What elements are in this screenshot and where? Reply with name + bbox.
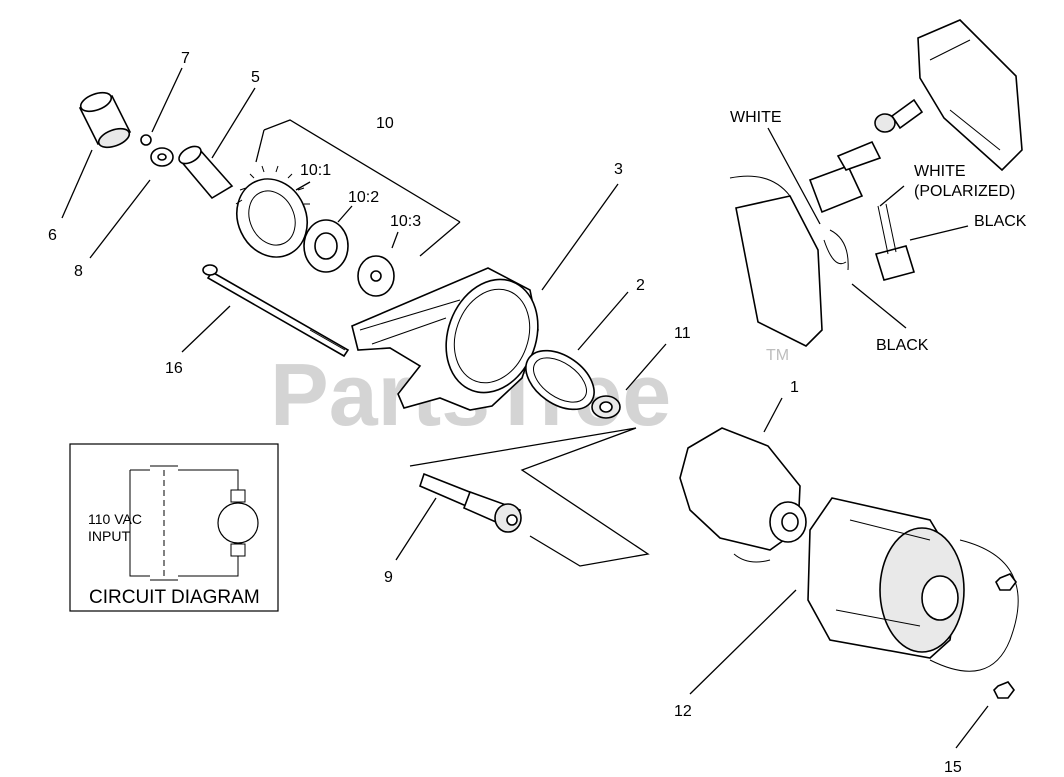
plug[interactable]	[874, 245, 916, 281]
part-9-shaft[interactable]	[419, 472, 522, 533]
circuit-diagram: 110 VAC INPUT CIRCUIT DIAGRAM	[69, 443, 279, 612]
wire-label-polarized: (POLARIZED)	[914, 183, 1015, 200]
part-16-bolt[interactable]	[202, 264, 350, 358]
wire-label-white-polarized: WHITE	[914, 163, 966, 180]
wire-label-white: WHITE	[730, 109, 782, 126]
part-10-1-gear[interactable]	[224, 165, 319, 269]
callout-10-1: 10:1	[300, 162, 331, 179]
circuit-input-line1: 110 VAC	[88, 511, 142, 527]
callout-16: 16	[165, 360, 183, 377]
callout-8: 8	[74, 263, 83, 280]
part-6-sleeve[interactable]	[78, 89, 132, 151]
leader-lines	[61, 67, 989, 749]
part-1-end-cap[interactable]	[679, 427, 807, 563]
callout-15: 15	[944, 759, 962, 776]
part-3-housing[interactable]	[351, 266, 553, 411]
callout-10-2: 10:2	[348, 189, 379, 206]
watermark-trademark: TM	[766, 347, 789, 364]
part-15-nut[interactable]	[993, 573, 1017, 699]
wire-label-black-right: BLACK	[974, 213, 1027, 230]
part-12-motor[interactable]	[807, 497, 1019, 672]
callout-5: 5	[251, 69, 260, 86]
electrical-assembly	[729, 19, 1023, 347]
callout-10: 10	[376, 115, 394, 132]
callout-12: 12	[674, 703, 692, 720]
callout-11: 11	[674, 325, 691, 342]
callout-1: 1	[790, 379, 799, 396]
part-5-tube[interactable]	[176, 143, 234, 200]
callout-9: 9	[384, 569, 393, 586]
connector-block[interactable]	[808, 164, 864, 214]
circuit-diagram-title: CIRCUIT DIAGRAM	[89, 587, 260, 608]
circuit-input-line2: INPUT	[88, 528, 130, 544]
part-11-bushing[interactable]	[591, 395, 621, 419]
switch-box[interactable]	[735, 195, 823, 347]
part-8-washer[interactable]	[150, 147, 174, 167]
part-10-2-washer[interactable]	[303, 219, 349, 273]
part-10-3-washer[interactable]	[357, 255, 395, 297]
wire-label-black-bottom: BLACK	[876, 337, 929, 354]
part-7-ring[interactable]	[140, 134, 152, 146]
callout-3: 3	[614, 161, 623, 178]
motor-symbol	[217, 502, 259, 544]
switch-cover[interactable]	[917, 19, 1023, 172]
callout-2: 2	[636, 277, 645, 294]
callout-6: 6	[48, 227, 57, 244]
part-2-sleeve[interactable]	[515, 339, 605, 422]
callout-7: 7	[181, 50, 190, 67]
callout-10-3: 10:3	[390, 213, 421, 230]
